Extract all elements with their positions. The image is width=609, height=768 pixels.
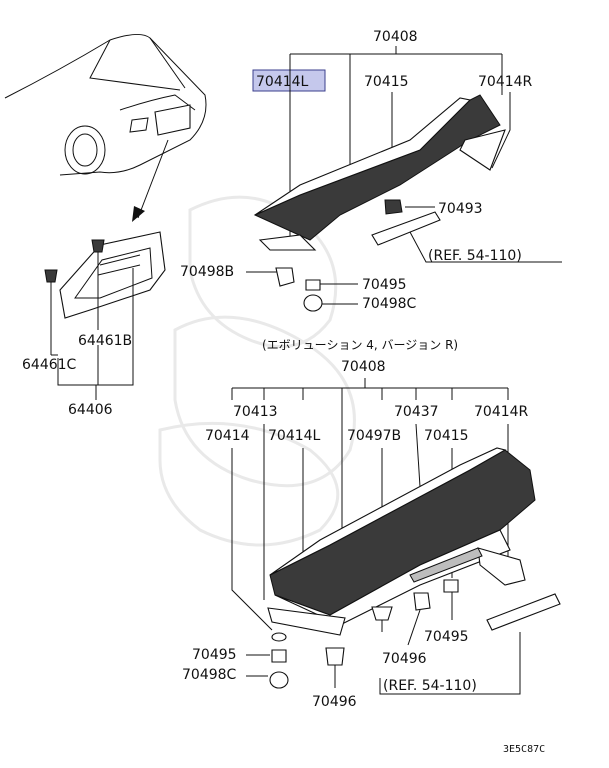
label-variant-note: (エボリューション 4, バージョン R) [262,338,458,352]
spoiler-top [253,94,506,251]
label-bot-70413: 70413 [233,404,278,420]
label-bot-ref: (REF. 54-110) [383,678,477,694]
car-rear-sketch [4,34,207,176]
panel-bot-70414r [477,547,526,586]
label-bot-70414r: 70414R [474,404,529,420]
label-64461c: 64461C [22,357,77,373]
label-64406: 64406 [68,402,113,418]
leader-bot-ref [379,632,521,695]
label-bot-70496-a: 70496 [382,651,427,667]
label-top-70493: 70493 [438,201,483,217]
label-bot-70414: 70414 [205,428,250,444]
nut-bot-70415-a [443,579,459,593]
highlight-box [252,69,326,92]
cap-top-70498c [303,294,323,312]
label-bot-70498c: 70498C [182,667,237,683]
leader-top-70414r [491,92,511,169]
plate-garnish [59,231,166,319]
leader-64461c [50,290,58,356]
label-top-70408: 70408 [373,29,418,45]
label-bot-70414l: 70414L [268,428,321,444]
label-top-70414l[interactable]: 70414L [256,74,309,90]
clip-64461b [91,239,105,262]
clip-bot-70496-a [413,592,431,611]
label-top-ref: (REF. 54-110) [428,248,522,264]
label-top-70414r: 70414R [478,74,533,90]
label-top-70415: 70415 [364,74,409,90]
fastener-top-70498b [275,267,295,287]
diagram-code: 3E5C87C [503,744,545,755]
lamp-bot-stop [486,593,561,631]
spoiler-bottom [269,447,536,626]
washer-bot-70495 [271,632,287,642]
watermark [158,195,356,547]
pointer-arrowhead [132,206,145,222]
leader-bot-drops [231,388,509,535]
panel-bot-70414l [267,607,346,636]
label-bot-70437: 70437 [394,404,439,420]
strip-bot-70437 [409,547,483,583]
label-top-70498b: 70498B [180,264,234,280]
leader-top-70408 [289,46,503,170]
nut-bot-70495 [271,649,287,663]
pointer-arrow [137,139,169,219]
label-bot-70495-b: 70495 [424,629,469,645]
clip-64461c [44,269,58,290]
cap-bot-70498c [269,671,289,689]
leader-bot-70496-a [407,609,421,646]
leader-bot-70408 [232,378,508,389]
leader-bot-70414 [231,448,273,631]
label-top-70495: 70495 [362,277,407,293]
label-bot-70408: 70408 [341,359,386,375]
nut-top-70495 [305,279,321,291]
bracket-top-stop [371,211,441,246]
label-top-70498c: 70498C [362,296,417,312]
clip-top-70493 [384,199,403,215]
label-bot-70497b: 70497B [347,428,401,444]
label-bot-70495-a: 70495 [192,647,237,663]
leader-top-ref [409,231,562,263]
clip-bot-70496-b [325,647,345,666]
label-bot-70496-b: 70496 [312,694,357,710]
label-bot-70415: 70415 [424,428,469,444]
fastener-bot-70497b [371,606,393,632]
label-64461b: 64461B [78,333,132,349]
